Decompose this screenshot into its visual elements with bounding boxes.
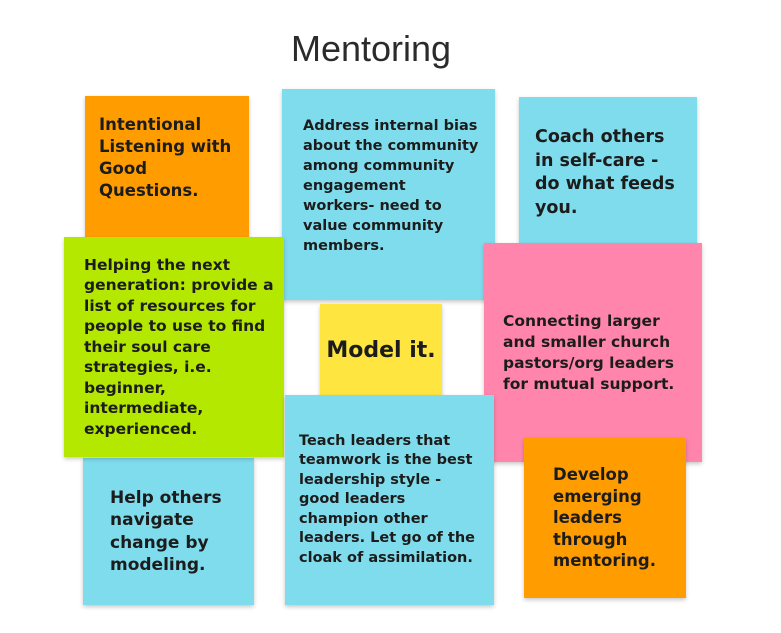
sticky-note-text: Intentional Listening with Good Question… xyxy=(99,115,232,200)
sticky-note-text: Address internal bias about the communit… xyxy=(303,117,479,254)
sticky-note-coach-self-care[interactable]: Coach others in self-care - do what feed… xyxy=(519,97,697,249)
sticky-note-text: Coach others in self-care - do what feed… xyxy=(535,127,675,218)
sticky-note-address-bias[interactable]: Address internal bias about the communit… xyxy=(282,89,495,300)
sticky-note-text: Teach leaders that teamwork is the best … xyxy=(299,432,475,566)
sticky-note-develop-leaders[interactable]: Develop emerging leaders through mentori… xyxy=(524,438,686,598)
sticky-note-connecting-pastors[interactable]: Connecting larger and smaller church pas… xyxy=(484,243,702,462)
sticky-note-model-it[interactable]: Model it. xyxy=(320,304,442,398)
sticky-note-text: Help others navigate change by modeling. xyxy=(110,487,222,576)
sticky-note-teach-teamwork[interactable]: Teach leaders that teamwork is the best … xyxy=(285,395,494,605)
sticky-note-text: Model it. xyxy=(326,338,436,363)
board-title: Mentoring xyxy=(290,28,452,69)
sticky-note-intentional-listening[interactable]: Intentional Listening with Good Question… xyxy=(85,96,249,242)
sticky-note-text: Develop emerging leaders through mentori… xyxy=(553,465,656,571)
sticky-note-text: Connecting larger and smaller church pas… xyxy=(503,311,675,393)
sticky-note-helping-next-generation[interactable]: Helping the next generation: provide a l… xyxy=(64,237,284,457)
sticky-note-text: Helping the next generation: provide a l… xyxy=(84,255,274,438)
sticky-note-help-navigate-change[interactable]: Help others navigate change by modeling. xyxy=(83,458,254,605)
